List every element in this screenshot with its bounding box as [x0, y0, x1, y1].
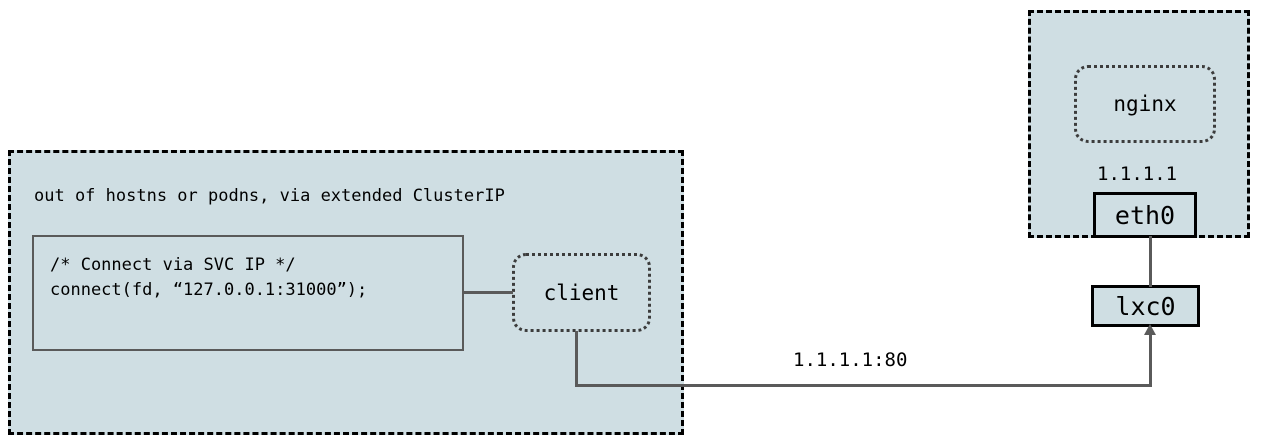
connector-bottom-horizontal — [575, 384, 1152, 387]
lxc0-interface-node: lxc0 — [1091, 285, 1200, 327]
connector-code-to-client — [464, 291, 513, 294]
eth0-interface-label: eth0 — [1114, 200, 1176, 230]
arrowhead-into-lxc0 — [1144, 324, 1156, 335]
pod-ip-label: 1.1.1.1 — [1097, 163, 1178, 185]
nginx-process-label: nginx — [1113, 92, 1177, 116]
connector-client-down — [575, 331, 578, 387]
code-snippet-text: /* Connect via SVC IP */ connect(fd, “12… — [50, 255, 368, 300]
host-namespace-caption: out of hostns or podns, via extended Clu… — [34, 186, 505, 206]
nginx-process-node: nginx — [1074, 65, 1216, 143]
eth0-interface-node: eth0 — [1093, 192, 1197, 238]
client-process-label: client — [543, 280, 620, 305]
client-process-node: client — [512, 253, 651, 332]
lxc0-interface-label: lxc0 — [1115, 291, 1176, 321]
code-snippet-box: /* Connect via SVC IP */ connect(fd, “12… — [32, 235, 464, 351]
connector-up-to-lxc0 — [1149, 330, 1152, 385]
flow-endpoint-label: 1.1.1.1:80 — [793, 349, 908, 371]
connector-eth0-to-lxc0 — [1149, 236, 1152, 287]
